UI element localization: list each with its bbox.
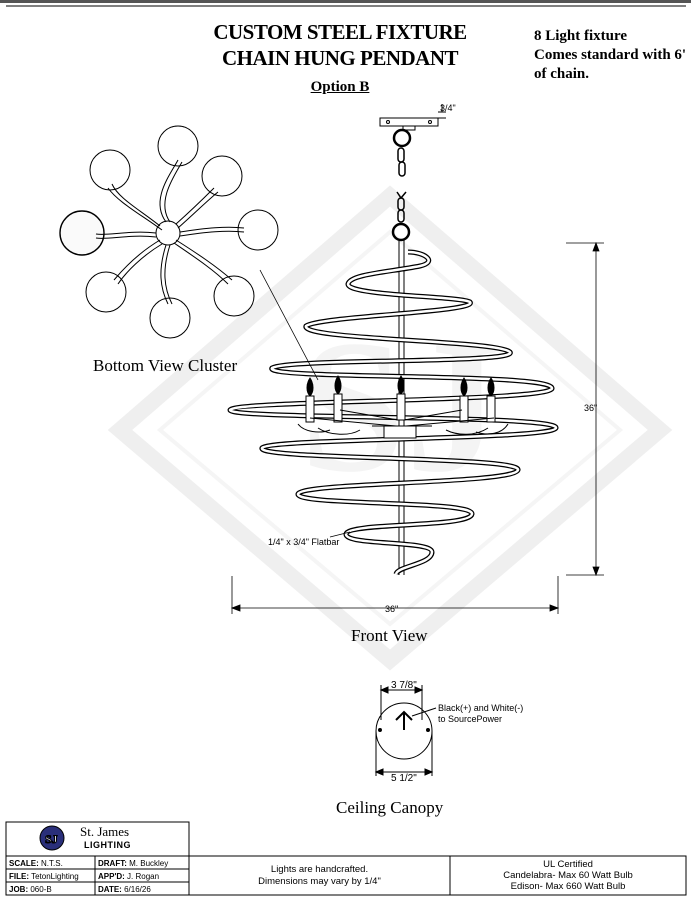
file-field: FILE: TetonLighting bbox=[9, 872, 79, 881]
canopy-width-dim: 5 1/2" bbox=[391, 773, 417, 784]
note-line-1: 8 Light fixture bbox=[534, 28, 628, 44]
title-line-2: CHAIN HUNG PENDANT bbox=[221, 46, 459, 70]
company-name: St. James bbox=[80, 824, 130, 839]
scale-field: SCALE: N.T.S. bbox=[9, 859, 63, 868]
height-dim: 36" bbox=[584, 403, 598, 413]
job-field: JOB: 060-B bbox=[9, 885, 52, 894]
bottom-view-label: Bottom View Cluster bbox=[93, 356, 238, 375]
option-label: Option B bbox=[310, 79, 370, 95]
appd-field: APP'D: J. Rogan bbox=[98, 872, 160, 881]
front-view-label: Front View bbox=[351, 626, 428, 645]
width-dim: 36" bbox=[385, 604, 399, 614]
front-dimension-lines bbox=[230, 241, 604, 614]
candle-cluster bbox=[297, 375, 509, 439]
handcrafted-line-2: Dimensions may vary by 1/4" bbox=[258, 876, 381, 887]
note-line-3: of chain. bbox=[534, 66, 590, 82]
svg-text:SJ: SJ bbox=[45, 832, 58, 846]
canopy-top-dim: 3 7/8" bbox=[391, 680, 417, 691]
bottom-view-cluster bbox=[59, 125, 279, 339]
draft-field: DRAFT: M. Buckley bbox=[98, 859, 169, 868]
ul-certification: UL Certified Candelabra- Max 60 Watt Bul… bbox=[450, 859, 686, 892]
top-border bbox=[0, 0, 691, 3]
ul-line-3: Edison- Max 660 Watt Bulb bbox=[510, 881, 626, 892]
flatbar-dim: 1/4" x 3/4" Flatbar bbox=[268, 537, 340, 547]
handcrafted-line-1: Lights are handcrafted. bbox=[270, 864, 369, 875]
ceiling-canopy-label: Ceiling Canopy bbox=[336, 798, 444, 817]
title-line-1: CUSTOM STEEL FIXTURE bbox=[213, 20, 467, 44]
top-fraction-dim: 3/4" bbox=[440, 103, 456, 113]
ul-line-2: Candelabra- Max 60 Watt Bulb bbox=[503, 870, 633, 881]
wiring-line-2: to SourcePower bbox=[438, 714, 503, 724]
wiring-line-1: Black(+) and White(-) bbox=[438, 703, 524, 713]
ceiling-canopy-drawing bbox=[374, 685, 437, 776]
handcrafted-note: Lights are handcrafted. Dimensions may v… bbox=[189, 864, 450, 888]
date-field: DATE: 6/16/26 bbox=[98, 885, 151, 894]
note-line-2: Comes standard with 6' bbox=[534, 47, 687, 63]
company-subtitle: LIGHTING bbox=[84, 840, 131, 850]
ul-line-1: UL Certified bbox=[543, 859, 593, 870]
spiral-front-view bbox=[227, 249, 559, 576]
title-block-frame: SJ bbox=[5, 821, 687, 896]
